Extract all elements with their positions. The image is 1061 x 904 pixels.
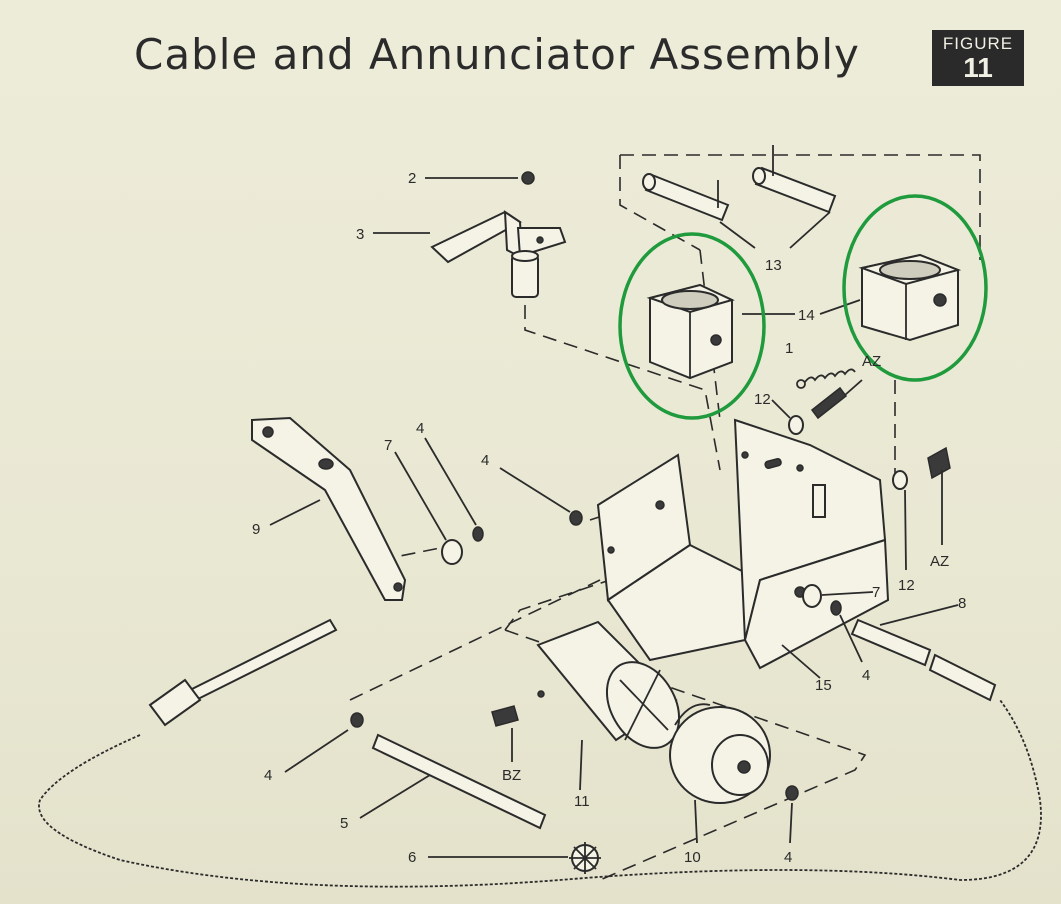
callout-1: 1 [785, 340, 793, 357]
callout-3: 3 [356, 226, 364, 243]
callout-4-left: 4 [416, 420, 424, 437]
part-4-clip-right [830, 600, 842, 616]
callout-labels: 2 3 13 14 1 AZ 12 9 7 4 4 12 AZ 7 8 4 15… [252, 170, 966, 866]
callout-11: 11 [574, 793, 590, 810]
highlight-annotations [618, 194, 988, 420]
part-10-wheel [669, 703, 771, 804]
callout-4-lower: 4 [264, 767, 272, 784]
part-AZ-screw-right [927, 446, 951, 480]
assembly-guide-lines [349, 154, 981, 881]
part-13-pins [642, 145, 837, 222]
part-8-cable-shaft [850, 618, 997, 702]
callout-10: 10 [684, 849, 701, 866]
callout-az-right: AZ [930, 553, 949, 570]
callout-7-left: 7 [384, 437, 392, 454]
figure-word: FIGURE [942, 34, 1014, 53]
callout-5: 5 [340, 815, 348, 832]
part-4-clip-left [472, 526, 484, 542]
callout-8: 8 [958, 595, 966, 612]
part-AZ-screw-top [810, 386, 848, 420]
part-12-washer-top [788, 415, 804, 435]
highlight-oval-right [842, 194, 988, 382]
part-7-bushing-right [802, 584, 822, 608]
part-cable [38, 699, 1042, 888]
part-4-clip-bottom [785, 785, 799, 801]
callout-2: 2 [408, 170, 416, 187]
page-title: Cable and Annunciator Assembly [134, 30, 860, 79]
part-4-clip-mid [569, 510, 583, 526]
part-5-shaft [371, 733, 547, 830]
part-14-solenoid-left [646, 283, 735, 380]
callout-14: 14 [798, 307, 815, 324]
part-11-drum [536, 620, 681, 749]
callout-6: 6 [408, 849, 416, 866]
part-BZ-screw [491, 705, 519, 727]
figure-number: 11 [963, 52, 993, 83]
callout-bz: BZ [502, 767, 521, 784]
callout-4-mid: 4 [481, 452, 489, 469]
callout-4-bottom: 4 [784, 849, 792, 866]
callout-az-top: AZ [862, 353, 881, 370]
part-14-solenoid-right [858, 253, 962, 342]
part-4-clip-lower [350, 712, 364, 728]
callout-13: 13 [765, 257, 782, 274]
part-shaft-upper [148, 618, 338, 727]
part-2-nut [521, 171, 535, 185]
highlight-oval-left [618, 232, 766, 420]
part-6-star-gear [569, 842, 601, 874]
callout-12-right: 12 [898, 577, 915, 594]
part-7-bushing-left [441, 539, 463, 565]
callout-15: 15 [815, 677, 832, 694]
part-3-lever-bracket [430, 210, 567, 298]
callout-4-right: 4 [862, 667, 870, 684]
figure-badge: FIGURE 11 [932, 30, 1024, 86]
callout-7-right: 7 [872, 584, 880, 601]
callout-12-top: 12 [754, 391, 771, 408]
part-12-washer-right [892, 470, 908, 490]
part-15-chassis [596, 418, 890, 670]
leader-lines [269, 177, 959, 858]
part-1-spring [796, 368, 856, 389]
part-9-arm-plate [251, 416, 407, 601]
callout-9: 9 [252, 521, 260, 538]
